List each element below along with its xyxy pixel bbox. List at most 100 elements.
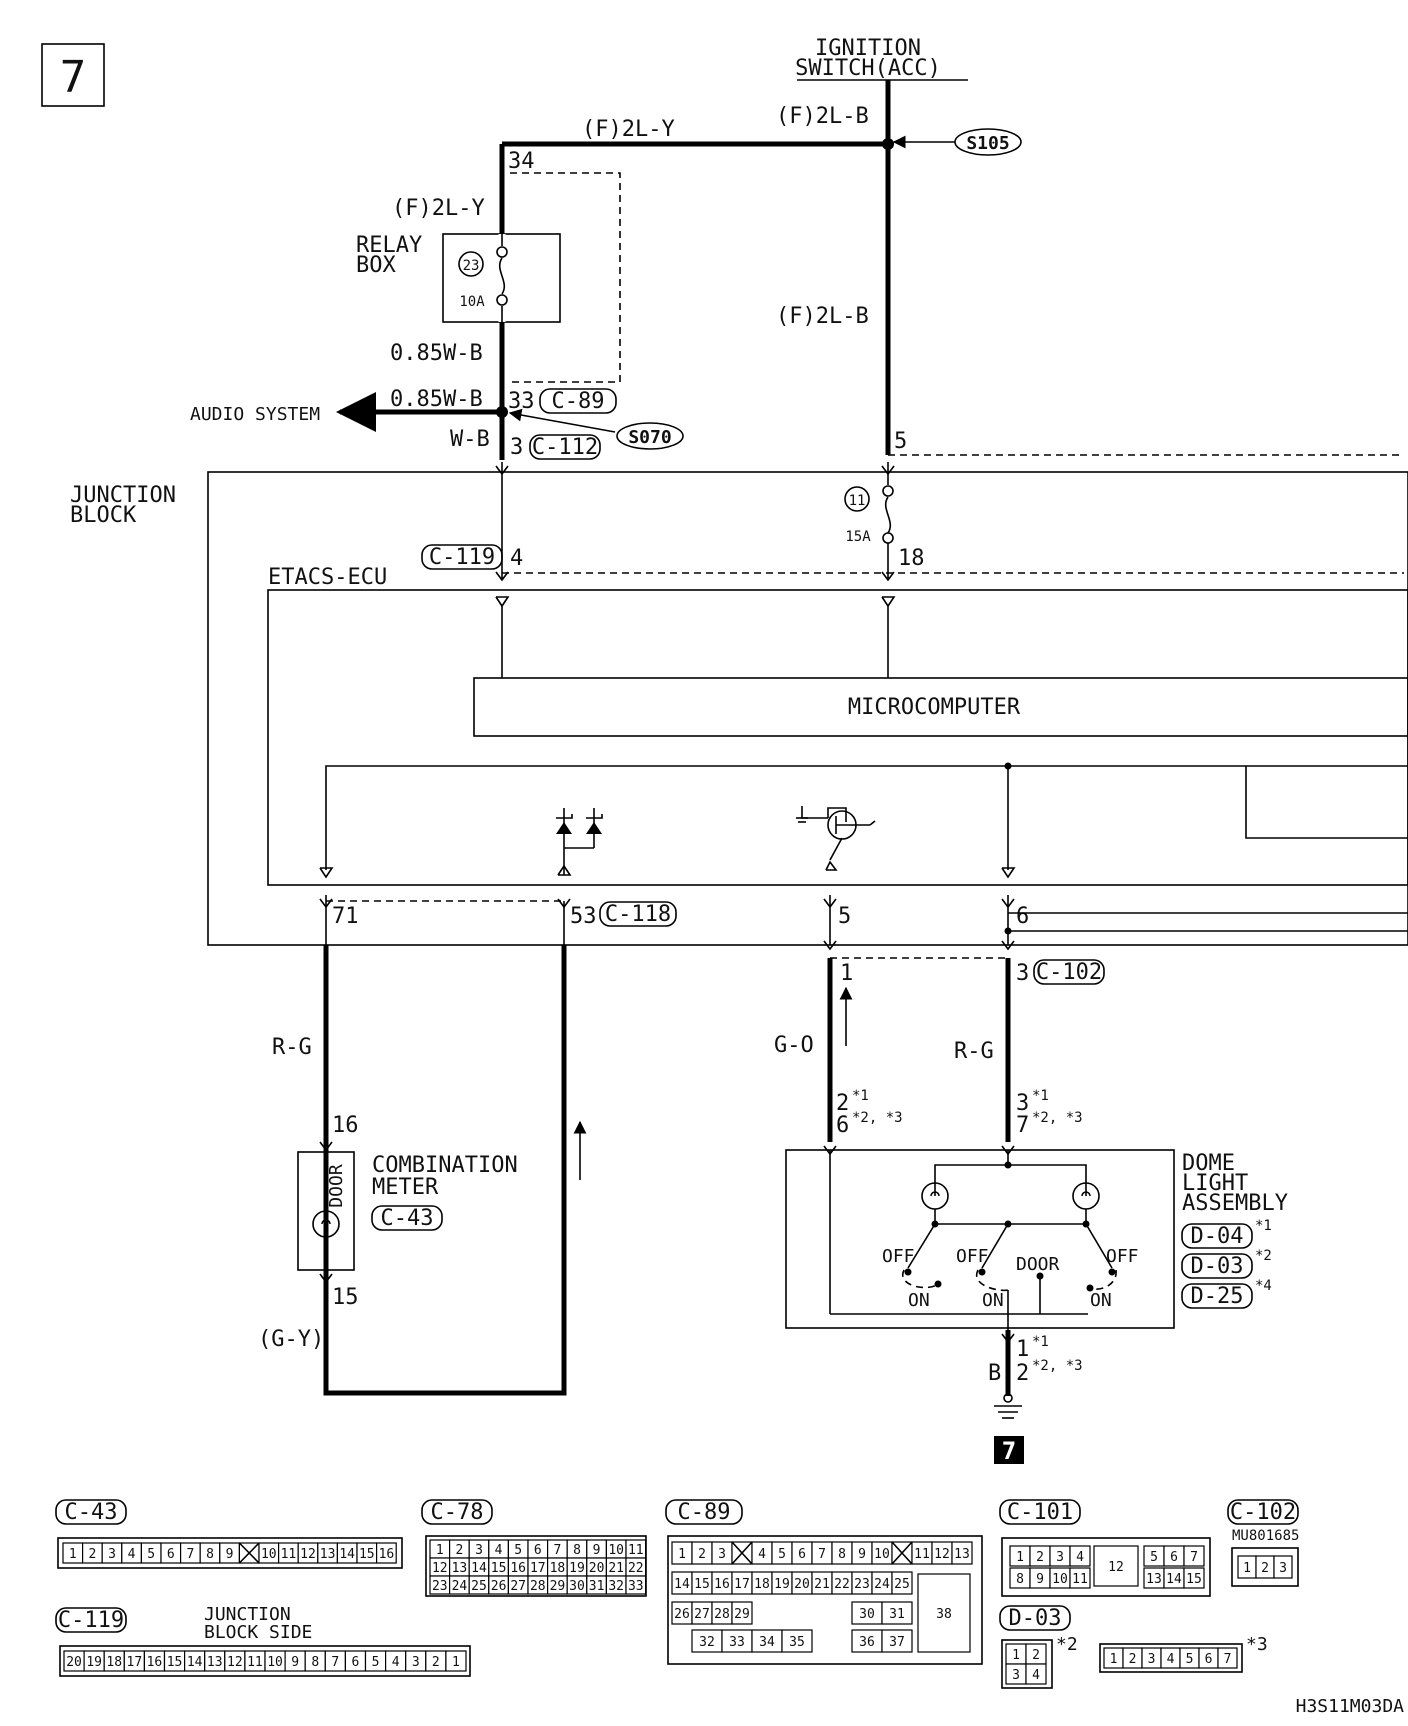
legend-c89-connector — [667, 1535, 983, 1665]
meter-door-label: DOOR — [326, 1164, 347, 1208]
legend-c101-pin-number: 3 — [1056, 1550, 1064, 1565]
legend-c89-large-pin-cell — [917, 1573, 971, 1653]
legend-c101-pin-cell — [1183, 1545, 1205, 1567]
legend-c78-pin-number: 18 — [550, 1561, 566, 1576]
dome-switch-on-2: ON — [982, 1290, 1004, 1311]
drawing-code: H3S11M03DA — [1296, 1696, 1405, 1717]
legend-c89-blank-cell — [731, 1541, 753, 1565]
legend-c102-pin-number: 1 — [1243, 1561, 1251, 1576]
junction-fuse-amp: 15A — [845, 529, 871, 545]
legend-c102-pin-number: 3 — [1279, 1561, 1287, 1576]
legend-c119-pin-cell — [445, 1650, 467, 1672]
legend-c119-pin-number: 1 — [452, 1655, 460, 1670]
legend-c43-pin-number: 10 — [261, 1547, 277, 1562]
legend-c119-caption-1: JUNCTION — [204, 1604, 291, 1625]
pin-4: 4 — [510, 546, 523, 571]
d04-badge — [1181, 1223, 1253, 1249]
legend-c89-pin-number: 8 — [838, 1547, 846, 1562]
d04-note: *1 — [1255, 1218, 1272, 1234]
wire-label-right-vertical: (F)2L-B — [776, 304, 869, 329]
splice-dot-s070 — [496, 406, 508, 418]
legend-c102-connector — [1231, 1547, 1299, 1587]
legend-c78-pin-number: 17 — [530, 1561, 546, 1576]
dome-label-2: LIGHT — [1182, 1171, 1248, 1196]
relay-fuse-terminal-bottom — [496, 294, 508, 306]
legend-c119-pin-number: 3 — [412, 1655, 420, 1670]
legend-c119-pin-number: 9 — [291, 1655, 299, 1670]
legend-d03-pin-number: 6 — [1205, 1652, 1213, 1667]
legend-c43-pin-number: 1 — [69, 1547, 77, 1562]
legend-c78-pin-number: 29 — [550, 1579, 566, 1594]
diode-icon — [556, 808, 603, 876]
legend-c78-pin-number: 33 — [628, 1579, 644, 1594]
legend-c78-pin-number: 26 — [491, 1579, 507, 1594]
c112-badge — [529, 434, 601, 460]
legend-c119-pin-number: 20 — [66, 1655, 82, 1670]
wire-label-dome-left: G-O — [774, 1033, 814, 1058]
legend-c102-part: MU801685 — [1232, 1528, 1299, 1544]
legend-c119-pin-number: 10 — [267, 1655, 283, 1670]
legend-c89-pin-number: 2 — [698, 1547, 706, 1562]
legend-d03-pin-number: 5 — [1186, 1652, 1194, 1667]
wire-meter-loop — [323, 945, 567, 1396]
legend-c89-pin-cell — [881, 1601, 913, 1625]
legend-c78-pin-number: 3 — [475, 1543, 483, 1558]
ignition-label-1: IGNITION — [815, 36, 921, 61]
legend-c101-pin-number: 14 — [1166, 1572, 1182, 1587]
legend-c101-badge — [999, 1499, 1081, 1525]
legend-c89-pin-number: 37 — [889, 1635, 905, 1650]
legend-c43-pin-number: 2 — [88, 1547, 96, 1562]
legend-d03-pin-number: 1 — [1110, 1652, 1118, 1667]
legend-d03-badge — [999, 1605, 1071, 1631]
legend-c89-pin-number: 32 — [699, 1635, 715, 1650]
legend-c89-pin-cell — [731, 1601, 753, 1625]
legend-c119-pin-number: 19 — [86, 1655, 102, 1670]
legend-c78-pin-number: 8 — [573, 1543, 581, 1558]
legend-c101-title: C-101 — [1007, 1500, 1073, 1525]
wire-label-dome-right: R-G — [954, 1039, 994, 1064]
legend-d03-small-pin-number: 1 — [1012, 1648, 1020, 1663]
relay-fuse-number-circle — [458, 251, 484, 277]
legend-c119-pin-number: 15 — [167, 1655, 183, 1670]
junction-block-outline — [207, 471, 1408, 946]
c102-label: C-102 — [1036, 960, 1102, 985]
legend-c89-pin-number: 4 — [758, 1547, 766, 1562]
legend-c78-pin-number: 19 — [569, 1561, 585, 1576]
legend-c43-pin-number: 16 — [379, 1547, 395, 1562]
page-number-box — [41, 43, 105, 107]
wire-label-top-right: (F)2L-B — [776, 104, 869, 129]
legend-c78-pin-number: 1 — [436, 1543, 444, 1558]
legend-c89-pin-number: 11 — [914, 1547, 930, 1562]
pin-5-top: 5 — [894, 429, 907, 454]
legend-c89-pin-number: 29 — [734, 1607, 750, 1622]
microcomputer-label: MICROCOMPUTER — [848, 695, 1021, 720]
legend-c119-connector — [59, 1645, 471, 1677]
legend-c89-pin-number: 27 — [694, 1607, 710, 1622]
s070-badge — [616, 422, 684, 450]
legend-d03-row-connector — [1099, 1643, 1243, 1673]
relay-fuse-icon — [498, 257, 506, 295]
legend-c102-pin-number: 2 — [1261, 1561, 1269, 1576]
legend-d03-title: D-03 — [1009, 1606, 1062, 1631]
dome-switch-right — [1085, 1223, 1113, 1269]
legend-c78-pin-number: 24 — [452, 1579, 468, 1594]
d03-note: *2 — [1255, 1248, 1272, 1264]
legend-c89-pin-number: 20 — [794, 1577, 810, 1592]
dome-light-assembly-box — [785, 1149, 1175, 1329]
pin-3-c102: 3 — [1016, 961, 1029, 986]
legend-d03-note-2: *2 — [1056, 1634, 1078, 1655]
legend-c89-pin-number: 23 — [854, 1577, 870, 1592]
c119-label: C-119 — [429, 545, 495, 570]
dome-pin-left-bottom: 6 — [836, 1113, 849, 1138]
ground-pin-top: 1 — [1016, 1337, 1029, 1362]
relay-label-2: BOX — [356, 253, 396, 278]
legend-c89-pin-number: 19 — [774, 1577, 790, 1592]
audio-system-label: AUDIO SYSTEM — [190, 404, 320, 425]
continue-marker-box — [994, 1436, 1024, 1464]
legend-c101-pin-number: 13 — [1146, 1572, 1162, 1587]
c43-label: C-43 — [381, 1206, 434, 1231]
legend-c101-pin-number: 10 — [1052, 1572, 1068, 1587]
legend-c43-pin-number: 14 — [339, 1547, 355, 1562]
legend-d03-small-pin-number: 2 — [1032, 1648, 1040, 1663]
